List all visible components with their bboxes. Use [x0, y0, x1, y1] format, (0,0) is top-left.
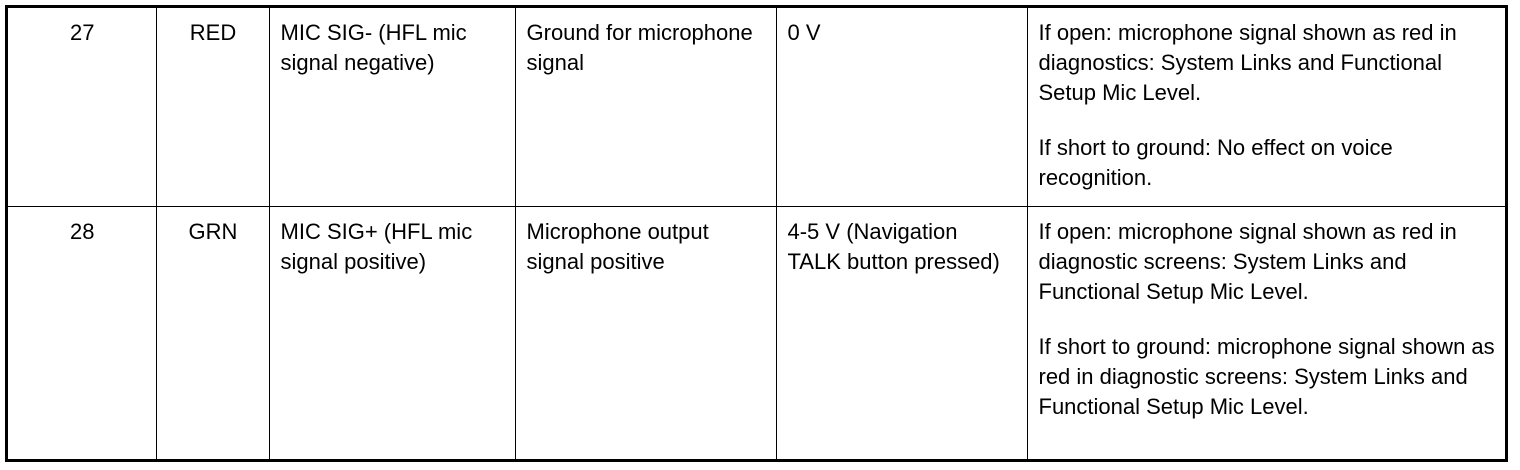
voltage-cell: 0 V [775, 8, 1028, 207]
effects-cell: If open: microphone signal shown as red … [1026, 8, 1505, 207]
description-cell: Ground for microphone signal [514, 8, 777, 207]
wire-color-cell: GRN [155, 205, 270, 459]
pinout-table: 27 RED MIC SIG- (HFL mic signal negative… [8, 8, 1505, 459]
effect-open-text: If open: microphone signal shown as red … [1038, 218, 1457, 304]
pinout-table-frame: 27 RED MIC SIG- (HFL mic signal negative… [5, 5, 1508, 462]
pin-number-cell: 28 [8, 205, 157, 459]
circuit-cell: MIC SIG- (HFL mic signal negative) [268, 8, 516, 207]
pin-number-cell: 27 [8, 8, 157, 207]
wire-color-cell: RED [155, 8, 270, 207]
voltage-cell: 4-5 V (Navigation TALK button pressed) [775, 205, 1028, 459]
effect-short-text: If short to ground: No effect on voice r… [1038, 135, 1393, 190]
effects-cell: If open: microphone signal shown as red … [1026, 205, 1505, 459]
circuit-cell: MIC SIG+ (HFL mic signal positive) [268, 205, 516, 459]
description-cell: Microphone output signal positive [514, 205, 777, 459]
effect-open-text: If open: microphone signal shown as red … [1038, 20, 1457, 105]
table-row: 28 GRN MIC SIG+ (HFL mic signal positive… [8, 205, 1505, 459]
table-row: 27 RED MIC SIG- (HFL mic signal negative… [8, 8, 1505, 207]
effect-short-text: If short to ground: microphone signal sh… [1038, 333, 1495, 419]
